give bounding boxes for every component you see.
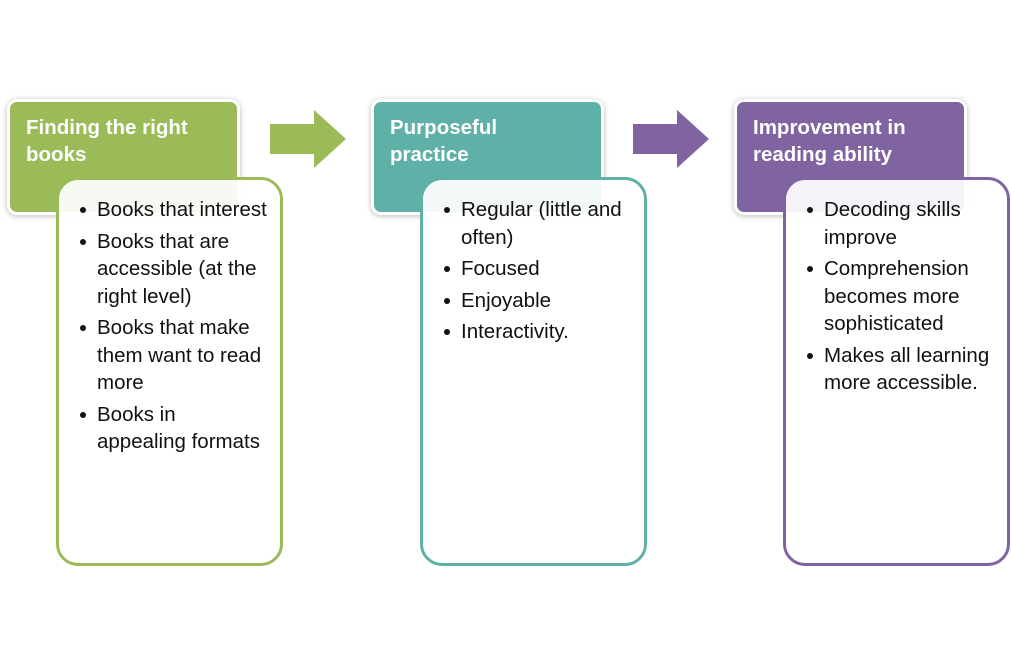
bullet-item: Books that are accessible (at the right … [59,228,268,311]
stage-details-panel: Books that interest Books that are acces… [56,177,283,566]
bullet-item: Makes all learning more accessible. [786,342,995,397]
bullet-item: Comprehension becomes more sophisticated [786,255,995,338]
right-arrow-icon [270,110,346,168]
bullet-item: Books that interest [59,196,268,224]
stage-title: Improvement in reading ability [753,116,906,166]
bullet-list: Books that interest Books that are acces… [59,196,268,456]
bullet-item: Decoding skills improve [786,196,995,251]
stage-improvement: Improvement in reading ability Decoding … [733,0,1012,667]
bullet-item: Books in appealing formats [59,401,268,456]
bullet-item: Books that make them want to read more [59,314,268,397]
right-arrow-icon [633,110,709,168]
bullet-item: Interactivity. [423,318,632,346]
bullet-item: Enjoyable [423,287,632,315]
bullet-item: Regular (little and often) [423,196,632,251]
stage-details-panel: Regular (little and often) Focused Enjoy… [420,177,647,566]
stage-purposeful-practice: Purposeful practice Regular (little and … [370,0,660,667]
bullet-item: Focused [423,255,632,283]
stage-finding-books: Finding the right books Books that inter… [6,0,296,667]
stage-title: Purposeful practice [390,116,498,166]
bullet-list: Decoding skills improve Comprehension be… [786,196,995,397]
stage-details-panel: Decoding skills improve Comprehension be… [783,177,1010,566]
bullet-list: Regular (little and often) Focused Enjoy… [423,196,632,346]
stage-title: Finding the right books [26,116,188,166]
